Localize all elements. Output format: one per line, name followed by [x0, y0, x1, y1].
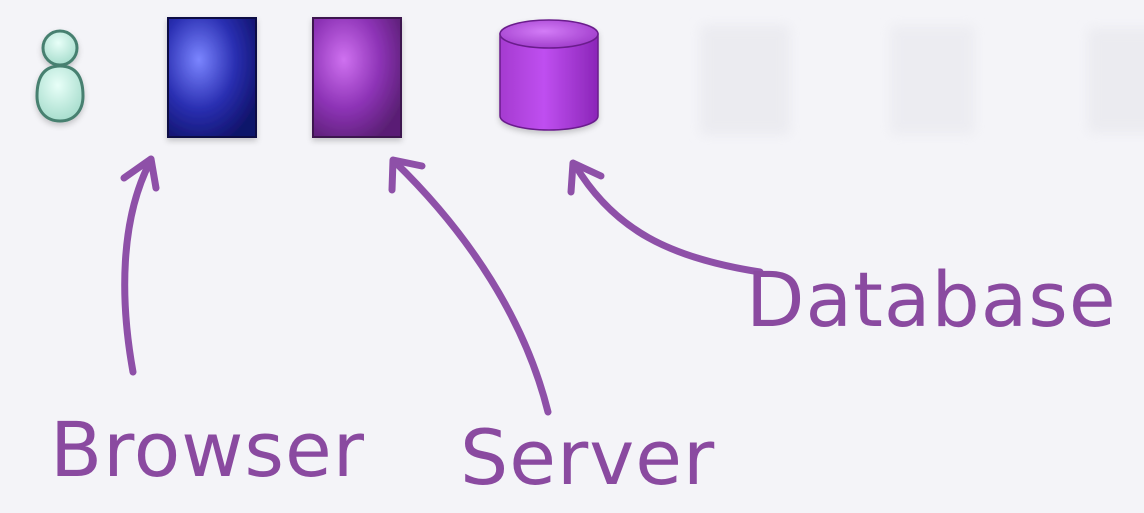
server-arrow — [388, 156, 552, 416]
browser-label: Browser — [50, 405, 365, 494]
server-box — [312, 17, 402, 138]
database-label: Database — [746, 255, 1117, 344]
database-arrow — [567, 159, 764, 276]
database-icon — [499, 19, 599, 131]
faint-box-3 — [1088, 28, 1144, 133]
faint-box-1 — [700, 25, 790, 135]
browser-arrow — [120, 155, 160, 376]
browser-box — [167, 17, 257, 138]
server-label: Server — [460, 413, 716, 502]
faint-box-2 — [890, 25, 975, 135]
user-icon — [35, 29, 85, 123]
faint-background-shapes — [700, 25, 1144, 135]
